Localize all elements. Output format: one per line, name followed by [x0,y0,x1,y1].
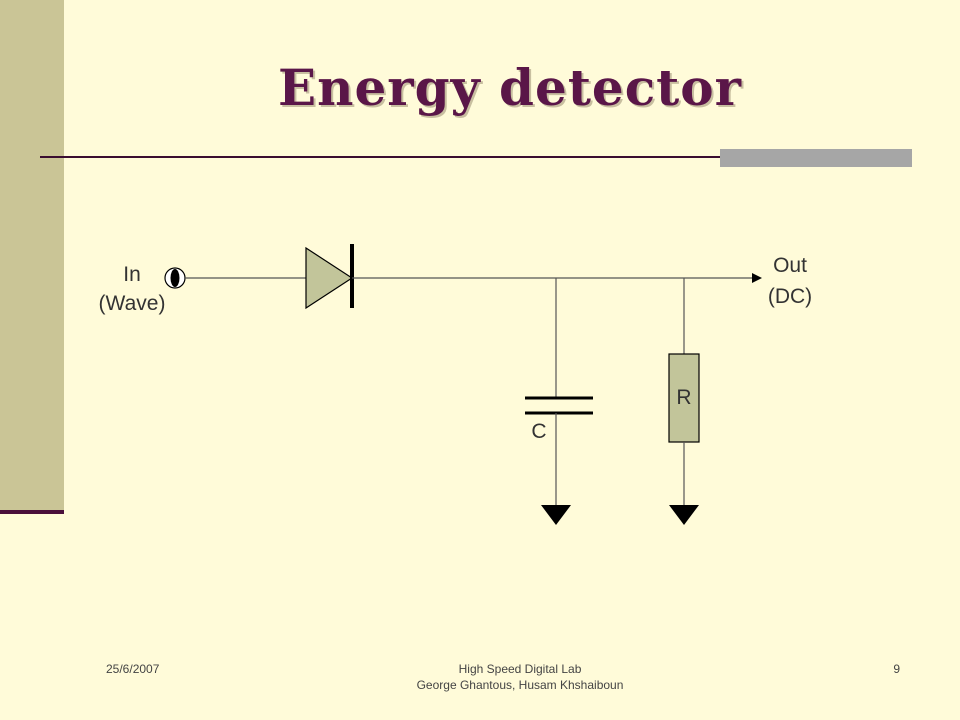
input-label-line1: In [123,263,141,286]
input-label-line2: (Wave) [98,292,166,315]
footer-authors: George Ghantous, Husam Khshaiboun [416,678,624,692]
output-label-line1: Out [773,254,807,277]
diode-triangle [305,246,354,310]
footer-lab-name: High Speed Digital Lab [458,662,582,676]
footer-page-number: 9 [893,662,900,676]
output-arrow [752,273,762,283]
title-rule [40,156,912,158]
capacitor-ground-symbol [541,505,571,525]
left-decorative-band [0,0,64,512]
input-terminal-dot [170,269,180,287]
left-band-underline [0,510,64,514]
footer-date: 25/6/2007 [106,662,160,676]
output-label-line2: (DC) [767,285,813,308]
capacitor-label: C [531,420,547,443]
title-accent-bar [720,149,912,167]
resistor-label: R [676,386,692,409]
resistor-ground-symbol [669,505,699,525]
slide-title: Energy detector [278,58,742,117]
